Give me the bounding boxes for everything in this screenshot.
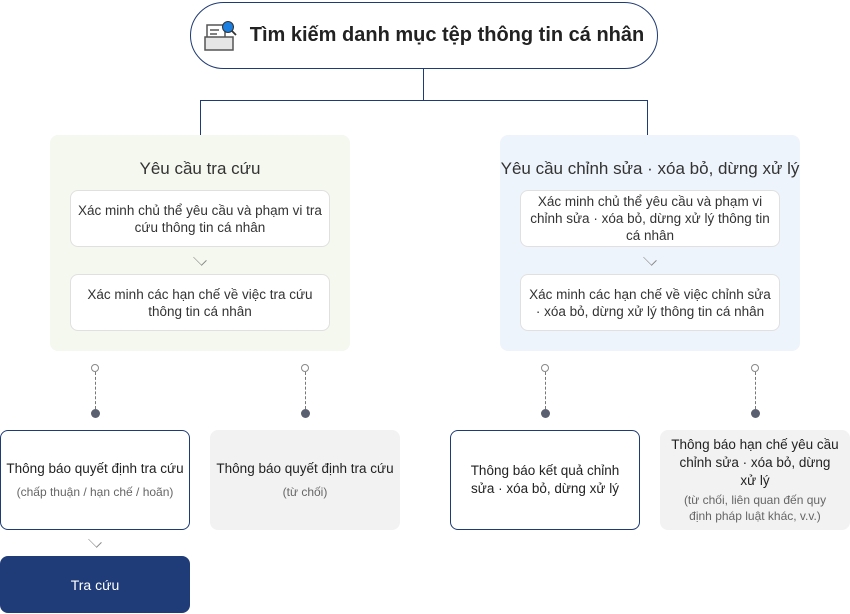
outcome-box: Thông báo hạn chế yêu cầu chỉnh sửa · xó… [660,430,850,530]
inquiry-button[interactable]: Tra cứu [0,556,190,613]
chevron-down-icon [643,252,657,266]
connector-start-dot [541,364,549,372]
panel-title: Yêu cầu chỉnh sửa · xóa bỏ, dừng xử lý [500,159,800,178]
outcome-box: Thông báo quyết định tra cứu (từ chối) [210,430,400,530]
step-box: Xác minh các hạn chế về việc tra cứu thô… [70,274,330,331]
outcome-title: Thông báo hạn chế yêu cầu chỉnh sửa · xó… [671,437,839,488]
correction-request-panel: Yêu cầu chỉnh sửa · xóa bỏ, dừng xử lý X… [500,135,800,351]
connector [423,69,425,100]
connector-end-dot [90,409,100,418]
outcome-subtitle: (từ chối, liên quan đến quy định pháp lu… [683,493,827,523]
outcome-subtitle: (chấp thuận / hạn chế / hoãn) [16,485,174,499]
header-title: Tìm kiếm danh mục tệp thông tin cá nhân [249,24,645,46]
outcome-title: Thông báo quyết định tra cứu [6,461,184,476]
inquiry-request-panel: Yêu cầu tra cứu Xác minh chủ thể yêu cầu… [50,135,350,351]
chevron-down-icon [88,534,102,548]
dashed-connector [545,372,546,409]
connector [647,100,649,135]
connector-start-dot [301,364,309,372]
chevron-down-icon [193,252,207,266]
dashed-connector [305,372,306,409]
outcome-title: Thông báo kết quả chỉnh sửa · xóa bỏ, dừ… [470,463,620,496]
step-box: Xác minh các hạn chế về việc chỉnh sửa ·… [520,274,780,331]
connector-end-dot [540,409,550,418]
step-box: Xác minh chủ thể yêu cầu và phạm vi tra … [70,190,330,247]
panel-title: Yêu cầu tra cứu [139,159,261,178]
dashed-connector [95,372,96,409]
connector-start-dot [751,364,759,372]
dashed-connector [755,372,756,409]
outcome-subtitle: (từ chối) [282,485,328,499]
connector [200,100,202,135]
document-search-icon [204,20,237,51]
connector [200,100,648,102]
outcome-title: Thông báo quyết định tra cứu [216,461,394,476]
connector-end-dot [300,409,310,418]
connector-end-dot [750,409,760,418]
connector-start-dot [91,364,99,372]
step-box: Xác minh chủ thể yêu cầu và phạm vi chỉn… [520,190,780,247]
outcome-box: Thông báo kết quả chỉnh sửa · xóa bỏ, dừ… [450,430,640,530]
outcome-box: Thông báo quyết định tra cứu (chấp thuận… [0,430,190,530]
header-title-box: Tìm kiếm danh mục tệp thông tin cá nhân [190,2,658,69]
